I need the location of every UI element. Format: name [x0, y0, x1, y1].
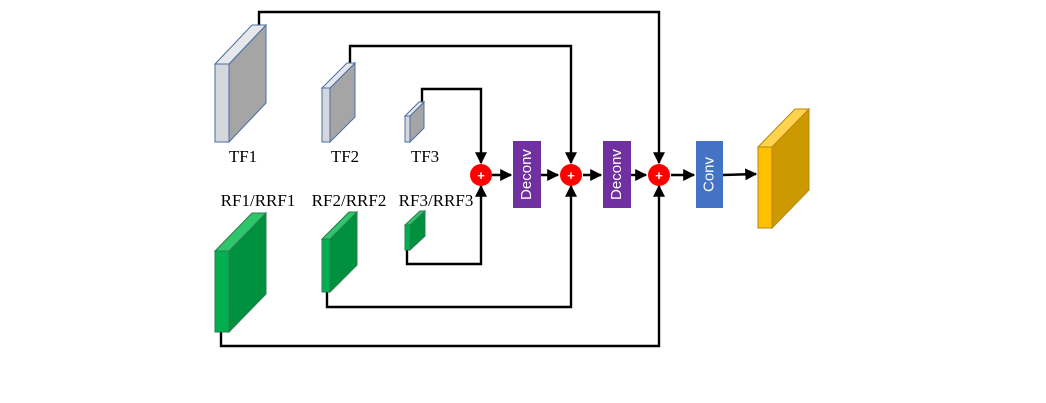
wire-rf1-to-adder3 — [219, 184, 665, 348]
wire-rf3-to-adder1 — [405, 184, 487, 266]
wire-rf2-to-adder2 — [325, 184, 577, 309]
wire-tf3-to-adder1 — [420, 87, 487, 165]
wire-tf2-to-adder2 — [348, 44, 577, 165]
deconv-block-2: Deconv — [603, 141, 631, 208]
tf3-label: TF3 — [411, 147, 439, 166]
rf3-label: RF3/RRF3 — [399, 191, 474, 210]
tf2-block — [320, 61, 357, 144]
rf1-block — [213, 211, 268, 334]
deconv-2-label: Deconv — [608, 149, 625, 200]
wire-conv-to-output — [722, 168, 758, 181]
rf2-label: RF2/RRF2 — [312, 191, 387, 210]
adder-2: + — [560, 164, 582, 186]
tf3-block — [403, 100, 426, 144]
output-block — [756, 107, 811, 230]
rf2-block — [320, 210, 359, 294]
adder-1-symbol: + — [477, 168, 485, 183]
deconv-1-label: Deconv — [518, 149, 535, 200]
adder-3: + — [648, 164, 670, 186]
conv-label: Conv — [700, 156, 717, 192]
wire-tf1-to-adder3 — [257, 10, 665, 165]
conv-block: Conv — [696, 141, 723, 208]
adder-1: + — [470, 164, 492, 186]
rf1-label: RF1/RRF1 — [221, 191, 296, 210]
rf3-block — [403, 209, 427, 252]
adder-3-symbol: + — [655, 168, 663, 183]
tf2-label: TF2 — [331, 147, 359, 166]
connection-wires — [219, 10, 758, 348]
tf1-label: TF1 — [229, 147, 257, 166]
adder-2-symbol: + — [567, 168, 575, 183]
deconv-block-1: Deconv — [513, 141, 541, 208]
tf1-block — [213, 23, 268, 144]
